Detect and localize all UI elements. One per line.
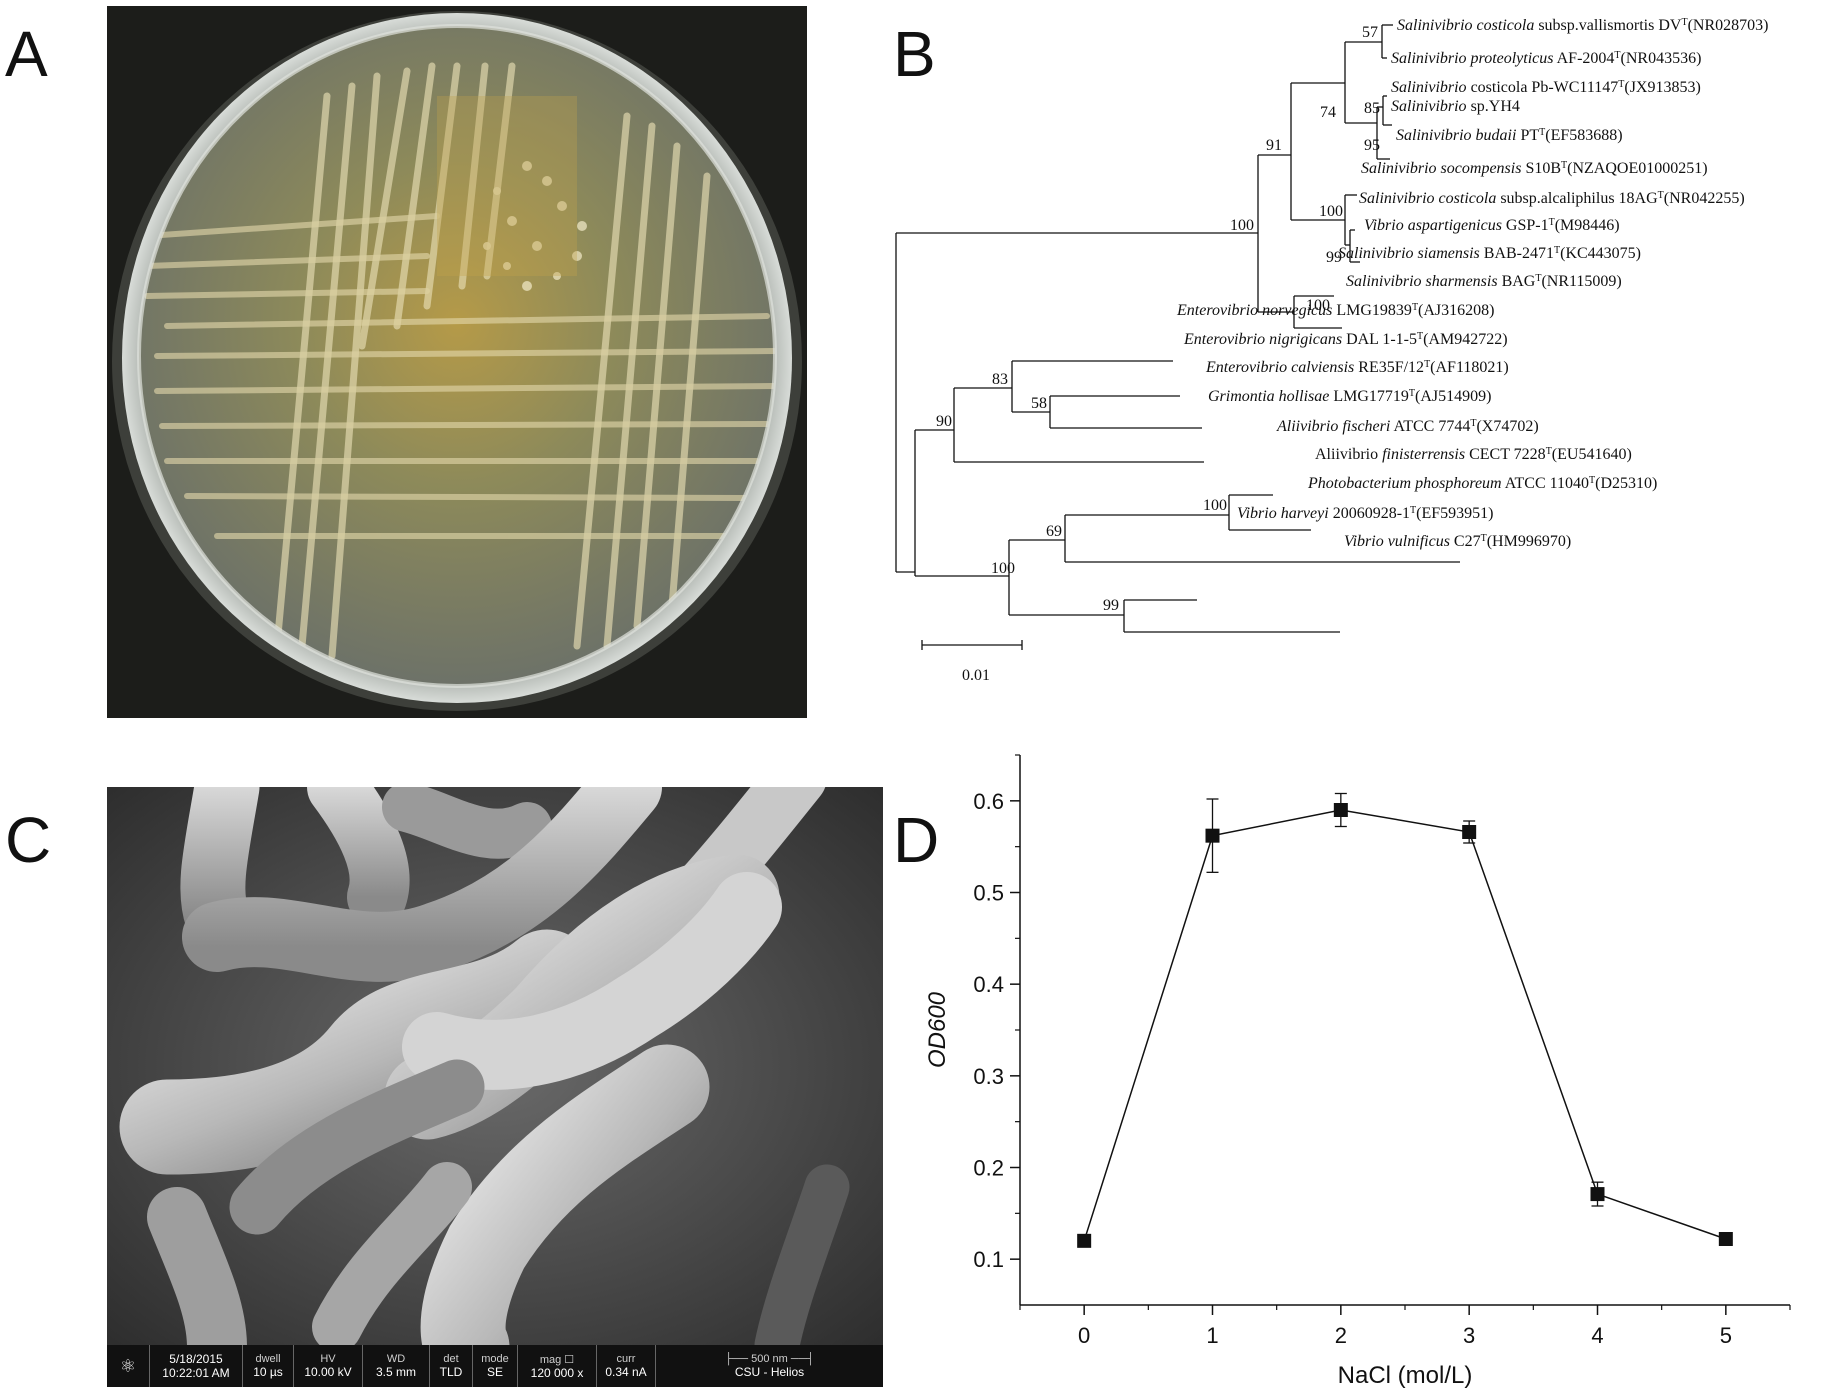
- sem-hv-label: HV: [320, 1353, 336, 1365]
- bootstrap-value: 85: [1364, 100, 1380, 117]
- tree-leaf-label: Salinivibrio proteolyticus AF-2004T(NR04…: [1391, 50, 1701, 68]
- bootstrap-value: 100: [1319, 203, 1343, 220]
- data-point: [1718, 1232, 1733, 1246]
- x-tick-label: 0: [1078, 1323, 1090, 1348]
- sem-dwell-label: dwell: [255, 1353, 281, 1365]
- tree-leaf-label: Aliivibrio fischeri ATCC 7744T(X74702): [1276, 418, 1539, 436]
- x-tick-label: 5: [1720, 1323, 1732, 1348]
- sem-wd-label: WD: [386, 1353, 406, 1365]
- sem-mag-value: 120 000 x: [530, 1365, 584, 1380]
- tree-leaf-label: Salinivibrio siamensis BAB-2471T(KC44307…: [1338, 245, 1641, 263]
- data-point: [1590, 1187, 1605, 1202]
- y-tick-label: 0.3: [973, 1064, 1004, 1089]
- sem-mag-label: mag ☐: [539, 1353, 575, 1366]
- y-tick-label: 0.1: [973, 1247, 1004, 1272]
- sem-curr-label: curr: [616, 1353, 636, 1365]
- sem-instrument: CSU - Helios: [734, 1365, 805, 1379]
- od600-chart: 0.1 0.2 0.3 0.4 0.5 0.6 0 1 2 3 4 5 NaCl (mol/L) OD…: [900, 730, 1827, 1394]
- sem-dwell-value: 10 µs: [253, 1365, 283, 1379]
- tree-leaf-label: Salinivibrio sp.YH4: [1391, 98, 1520, 115]
- data-point: [1333, 803, 1348, 817]
- bootstrap-value: 58: [1031, 395, 1047, 412]
- tree-leaf-label: Salinivibrio costicola Pb-WC11147T(JX913…: [1391, 79, 1701, 97]
- sem-scale-bar: ├── 500 nm ──┤: [724, 1353, 815, 1365]
- sem-scale-label: 500 nm: [751, 1353, 788, 1365]
- tree-leaf-label: Salinivibrio socompensis S10BT(NZAQOE010…: [1361, 160, 1708, 178]
- chart-axes: [1019, 755, 1790, 1306]
- data-point: [1462, 825, 1477, 839]
- x-tick-label: 1: [1206, 1323, 1218, 1348]
- bootstrap-value: 91: [1266, 137, 1282, 154]
- x-tick-label: 3: [1463, 1323, 1475, 1348]
- series-line: [1083, 809, 1727, 1242]
- panel-letter-d: D: [893, 804, 940, 876]
- panel-letter-b: B: [893, 18, 936, 90]
- x-axis-label: NaCl (mol/L): [1338, 1362, 1473, 1389]
- bootstrap-value: 100: [1203, 497, 1227, 514]
- sem-mode-label: mode: [481, 1353, 509, 1365]
- tree-leaf-label: Salinivibrio costicola subsp.alcaliphilu…: [1359, 190, 1745, 208]
- bootstrap-value: 100: [1306, 297, 1330, 314]
- sem-time: 10:22:01 AM: [162, 1366, 230, 1380]
- panel-letter-c: C: [5, 804, 52, 876]
- bootstrap-value: 57: [1362, 24, 1378, 41]
- chart-ticks: 0.1 0.2 0.3 0.4 0.5 0.6 0 1 2 3 4 5: [973, 754, 1791, 1348]
- sem-curr-value: 0.34 nA: [605, 1365, 647, 1379]
- data-point: [1205, 828, 1220, 843]
- bootstrap-value: 83: [992, 371, 1008, 388]
- tree-leaf-label: Enterovibrio norvegicus LMG19839T(AJ3162…: [1176, 302, 1494, 320]
- tree-leaf-label: Enterovibrio calviensis RE35F/12T(AF1180…: [1205, 359, 1509, 377]
- chart-series: [1077, 792, 1733, 1248]
- sem-det-label: det: [443, 1353, 459, 1365]
- tree-leaf-label: Enterovibrio nigrigicans DAL 1-1-5T(AM94…: [1183, 331, 1508, 349]
- sem-det-value: TLD: [439, 1365, 463, 1379]
- tree-leaf-label: Salinivibrio sharmensis BAGT(NR115009): [1346, 273, 1622, 291]
- phylogenetic-tree: Salinivibrio costicola subsp.vallismorti…: [880, 0, 1827, 700]
- tree-leaf-label: Vibrio vulnificus C27T(HM996970): [1344, 533, 1571, 551]
- sem-wd-value: 3.5 mm: [375, 1365, 416, 1379]
- y-tick-label: 0.6: [973, 789, 1004, 814]
- sem-hv-value: 10.00 kV: [304, 1365, 352, 1379]
- tree-leaf-label: Photobacterium phosphoreum ATCC 11040T(D…: [1307, 475, 1657, 493]
- bootstrap-value: 74: [1320, 104, 1336, 121]
- bootstrap-value: 69: [1046, 523, 1062, 540]
- panel-letter-a: A: [5, 18, 48, 90]
- y-tick-label: 0.4: [973, 972, 1004, 997]
- tree-leaf-label: Salinivibrio costicola subsp.vallismorti…: [1397, 17, 1768, 35]
- tree-leaf-label: Vibrio harveyi 20060928-1T(EF593951): [1237, 505, 1493, 523]
- y-axis-label: OD600: [924, 991, 951, 1068]
- data-point: [1077, 1233, 1092, 1248]
- tree-leaf-label: Salinivibrio budaii PTT(EF583688): [1396, 127, 1623, 145]
- sem-mode-value: SE: [486, 1365, 503, 1379]
- tree-branches: [895, 24, 1460, 650]
- tree-leaf-label: Vibrio aspartigenicus GSP-1T(M98446): [1364, 217, 1620, 235]
- y-tick-label: 0.5: [973, 881, 1004, 906]
- petri-dish-photo: [107, 6, 807, 718]
- bootstrap-value: 95: [1364, 137, 1380, 154]
- tree-leaf-labels: Salinivibrio costicola subsp.vallismorti…: [1176, 17, 1768, 551]
- scale-bar-label: 0.01: [962, 667, 990, 684]
- sem-date: 5/18/2015: [169, 1352, 223, 1366]
- y-tick-label: 0.2: [973, 1156, 1004, 1181]
- x-tick-label: 4: [1591, 1323, 1603, 1348]
- x-tick-label: 2: [1335, 1323, 1347, 1348]
- bootstrap-value: 100: [991, 560, 1015, 577]
- bootstrap-value: 90: [936, 413, 952, 430]
- bootstrap-value: 100: [1230, 217, 1254, 234]
- bootstrap-value: 99: [1326, 249, 1342, 266]
- tree-leaf-label: Aliivibrio finisterrensis CECT 7228T(EU5…: [1315, 446, 1632, 464]
- tree-leaf-label: Grimontia hollisae LMG17719T(AJ514909): [1208, 388, 1491, 406]
- atom-icon: ⚛: [107, 1345, 150, 1387]
- bootstrap-value: 99: [1103, 597, 1119, 614]
